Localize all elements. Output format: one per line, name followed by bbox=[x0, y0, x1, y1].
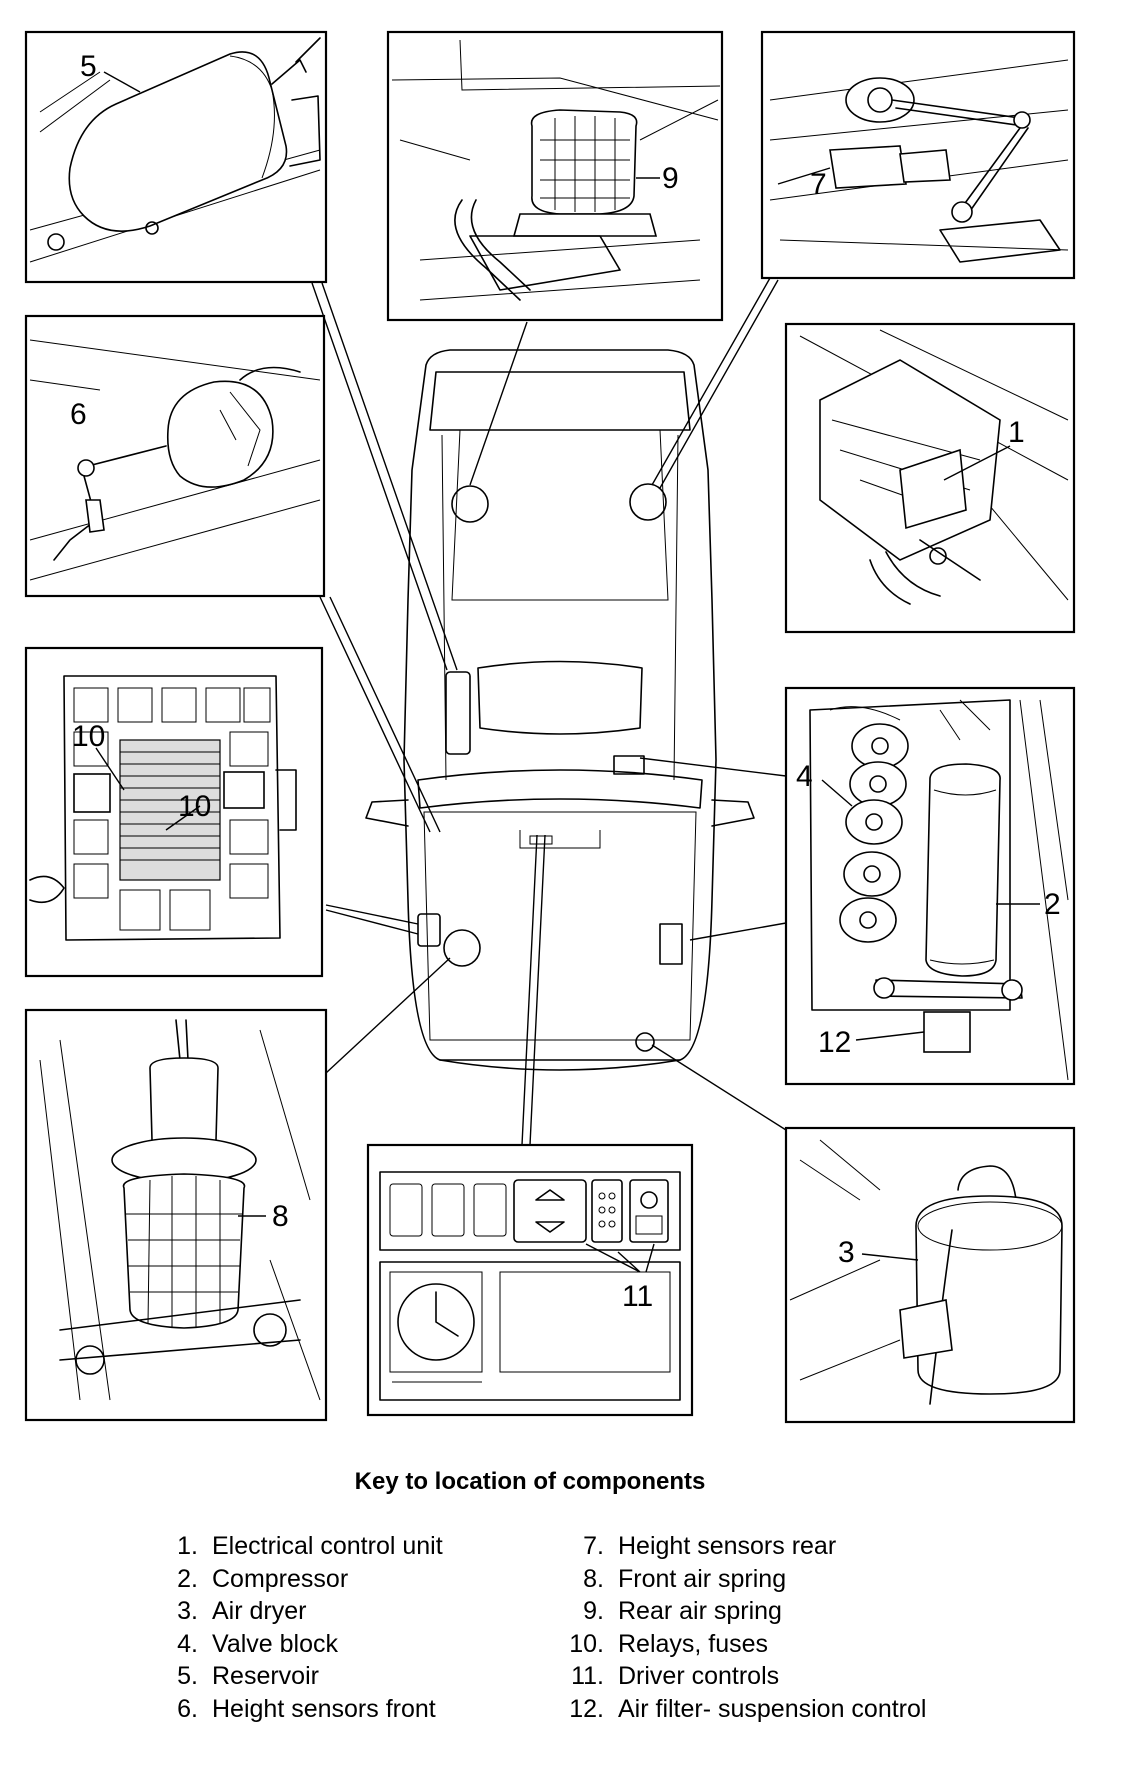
key-item-label: Height sensors rear bbox=[618, 1532, 837, 1560]
key-item-number: 4. bbox=[177, 1629, 198, 1658]
key-item-number: 9. bbox=[583, 1597, 604, 1625]
key-item: 4. Valve block bbox=[150, 1628, 443, 1661]
key-item-number: 3. bbox=[177, 1597, 198, 1625]
key-item-number: 1. bbox=[177, 1532, 198, 1560]
valve-block bbox=[839, 723, 909, 943]
key-item-number: 6. bbox=[177, 1694, 198, 1723]
key-item-label: Valve block bbox=[212, 1629, 338, 1658]
key-item-label: Air filter- suspension control bbox=[618, 1694, 927, 1723]
key-column-left: 1. Electrical control unit 2. Compressor 3… bbox=[150, 1530, 443, 1725]
callout-9: 9 bbox=[662, 162, 679, 195]
panel-height-sensors-front: 6 bbox=[24, 314, 326, 598]
callout-6: 6 bbox=[70, 398, 87, 431]
callout-7: 7 bbox=[810, 168, 827, 201]
callout-10b: 10 bbox=[178, 790, 211, 823]
leader-lines bbox=[311, 277, 787, 1146]
key-item-number: 11. bbox=[571, 1662, 604, 1690]
key-item: 11. Driver controls bbox=[552, 1660, 926, 1693]
key-item-label: Reservoir bbox=[212, 1662, 319, 1690]
key-item-label: Front air spring bbox=[618, 1564, 787, 1593]
key-item: 12. Air filter- suspension control bbox=[552, 1693, 926, 1726]
key-item: 6. Height sensors front bbox=[150, 1693, 443, 1726]
component-location-diagram: 5 9 7 bbox=[24, 30, 1076, 1424]
callout-5: 5 bbox=[80, 50, 97, 83]
panel-driver-controls: 11 bbox=[366, 1143, 694, 1417]
key-item-label: Height sensors front bbox=[212, 1694, 436, 1723]
panel-electrical-control-unit: 1 bbox=[784, 322, 1076, 634]
key-item-number: 10. bbox=[569, 1629, 604, 1658]
key-item-label: Driver controls bbox=[618, 1662, 780, 1690]
panel-height-sensors-rear: 7 bbox=[760, 30, 1076, 280]
key-item: 10. Relays, fuses bbox=[552, 1628, 926, 1661]
callout-8: 8 bbox=[272, 1200, 289, 1233]
key-item: 5. Reservoir bbox=[150, 1660, 443, 1693]
panel-front-air-spring: 8 bbox=[24, 1008, 328, 1422]
panel-reservoir: 5 bbox=[24, 30, 328, 284]
key-item-number: 5. bbox=[177, 1662, 198, 1690]
callout-1: 1 bbox=[1008, 416, 1025, 449]
key-item-label: Relays, fuses bbox=[618, 1629, 769, 1658]
key-item: 1. Electrical control unit bbox=[150, 1530, 443, 1563]
key-item: 2. Compressor bbox=[150, 1563, 443, 1596]
key-item: 7. Height sensors rear bbox=[552, 1530, 926, 1563]
key-item: 3. Air dryer bbox=[150, 1595, 443, 1628]
panel-air-dryer: 3 bbox=[784, 1126, 1076, 1424]
key-item-number: 12. bbox=[569, 1694, 604, 1723]
callout-4: 4 bbox=[796, 760, 813, 793]
vehicle-top-view bbox=[365, 349, 755, 1071]
panel-compressor-valve-block: 4 2 12 bbox=[784, 686, 1076, 1086]
key-item-label: Air dryer bbox=[212, 1597, 307, 1625]
key-item: 9. Rear air spring bbox=[552, 1595, 926, 1628]
key-title: Key to location of components bbox=[354, 1468, 706, 1495]
key-item-number: 8. bbox=[583, 1564, 604, 1593]
callout-12: 12 bbox=[818, 1026, 851, 1059]
key-item-label: Rear air spring bbox=[618, 1597, 782, 1625]
key-item-label: Compressor bbox=[212, 1564, 349, 1593]
key-item: 8. Front air spring bbox=[552, 1563, 926, 1596]
callout-3: 3 bbox=[838, 1236, 855, 1269]
key-item-label: Electrical control unit bbox=[212, 1532, 443, 1560]
panel-rear-air-spring: 9 bbox=[386, 30, 724, 322]
key-item-number: 2. bbox=[177, 1564, 198, 1593]
key-item-number: 7. bbox=[583, 1532, 604, 1560]
callout-10a: 10 bbox=[72, 720, 105, 753]
key-column-right: 7. Height sensors rear 8. Front air spring… bbox=[552, 1530, 926, 1725]
callout-11: 11 bbox=[622, 1280, 653, 1313]
callout-2: 2 bbox=[1044, 888, 1061, 921]
panel-relays-fuses: 10 10 bbox=[24, 646, 324, 978]
